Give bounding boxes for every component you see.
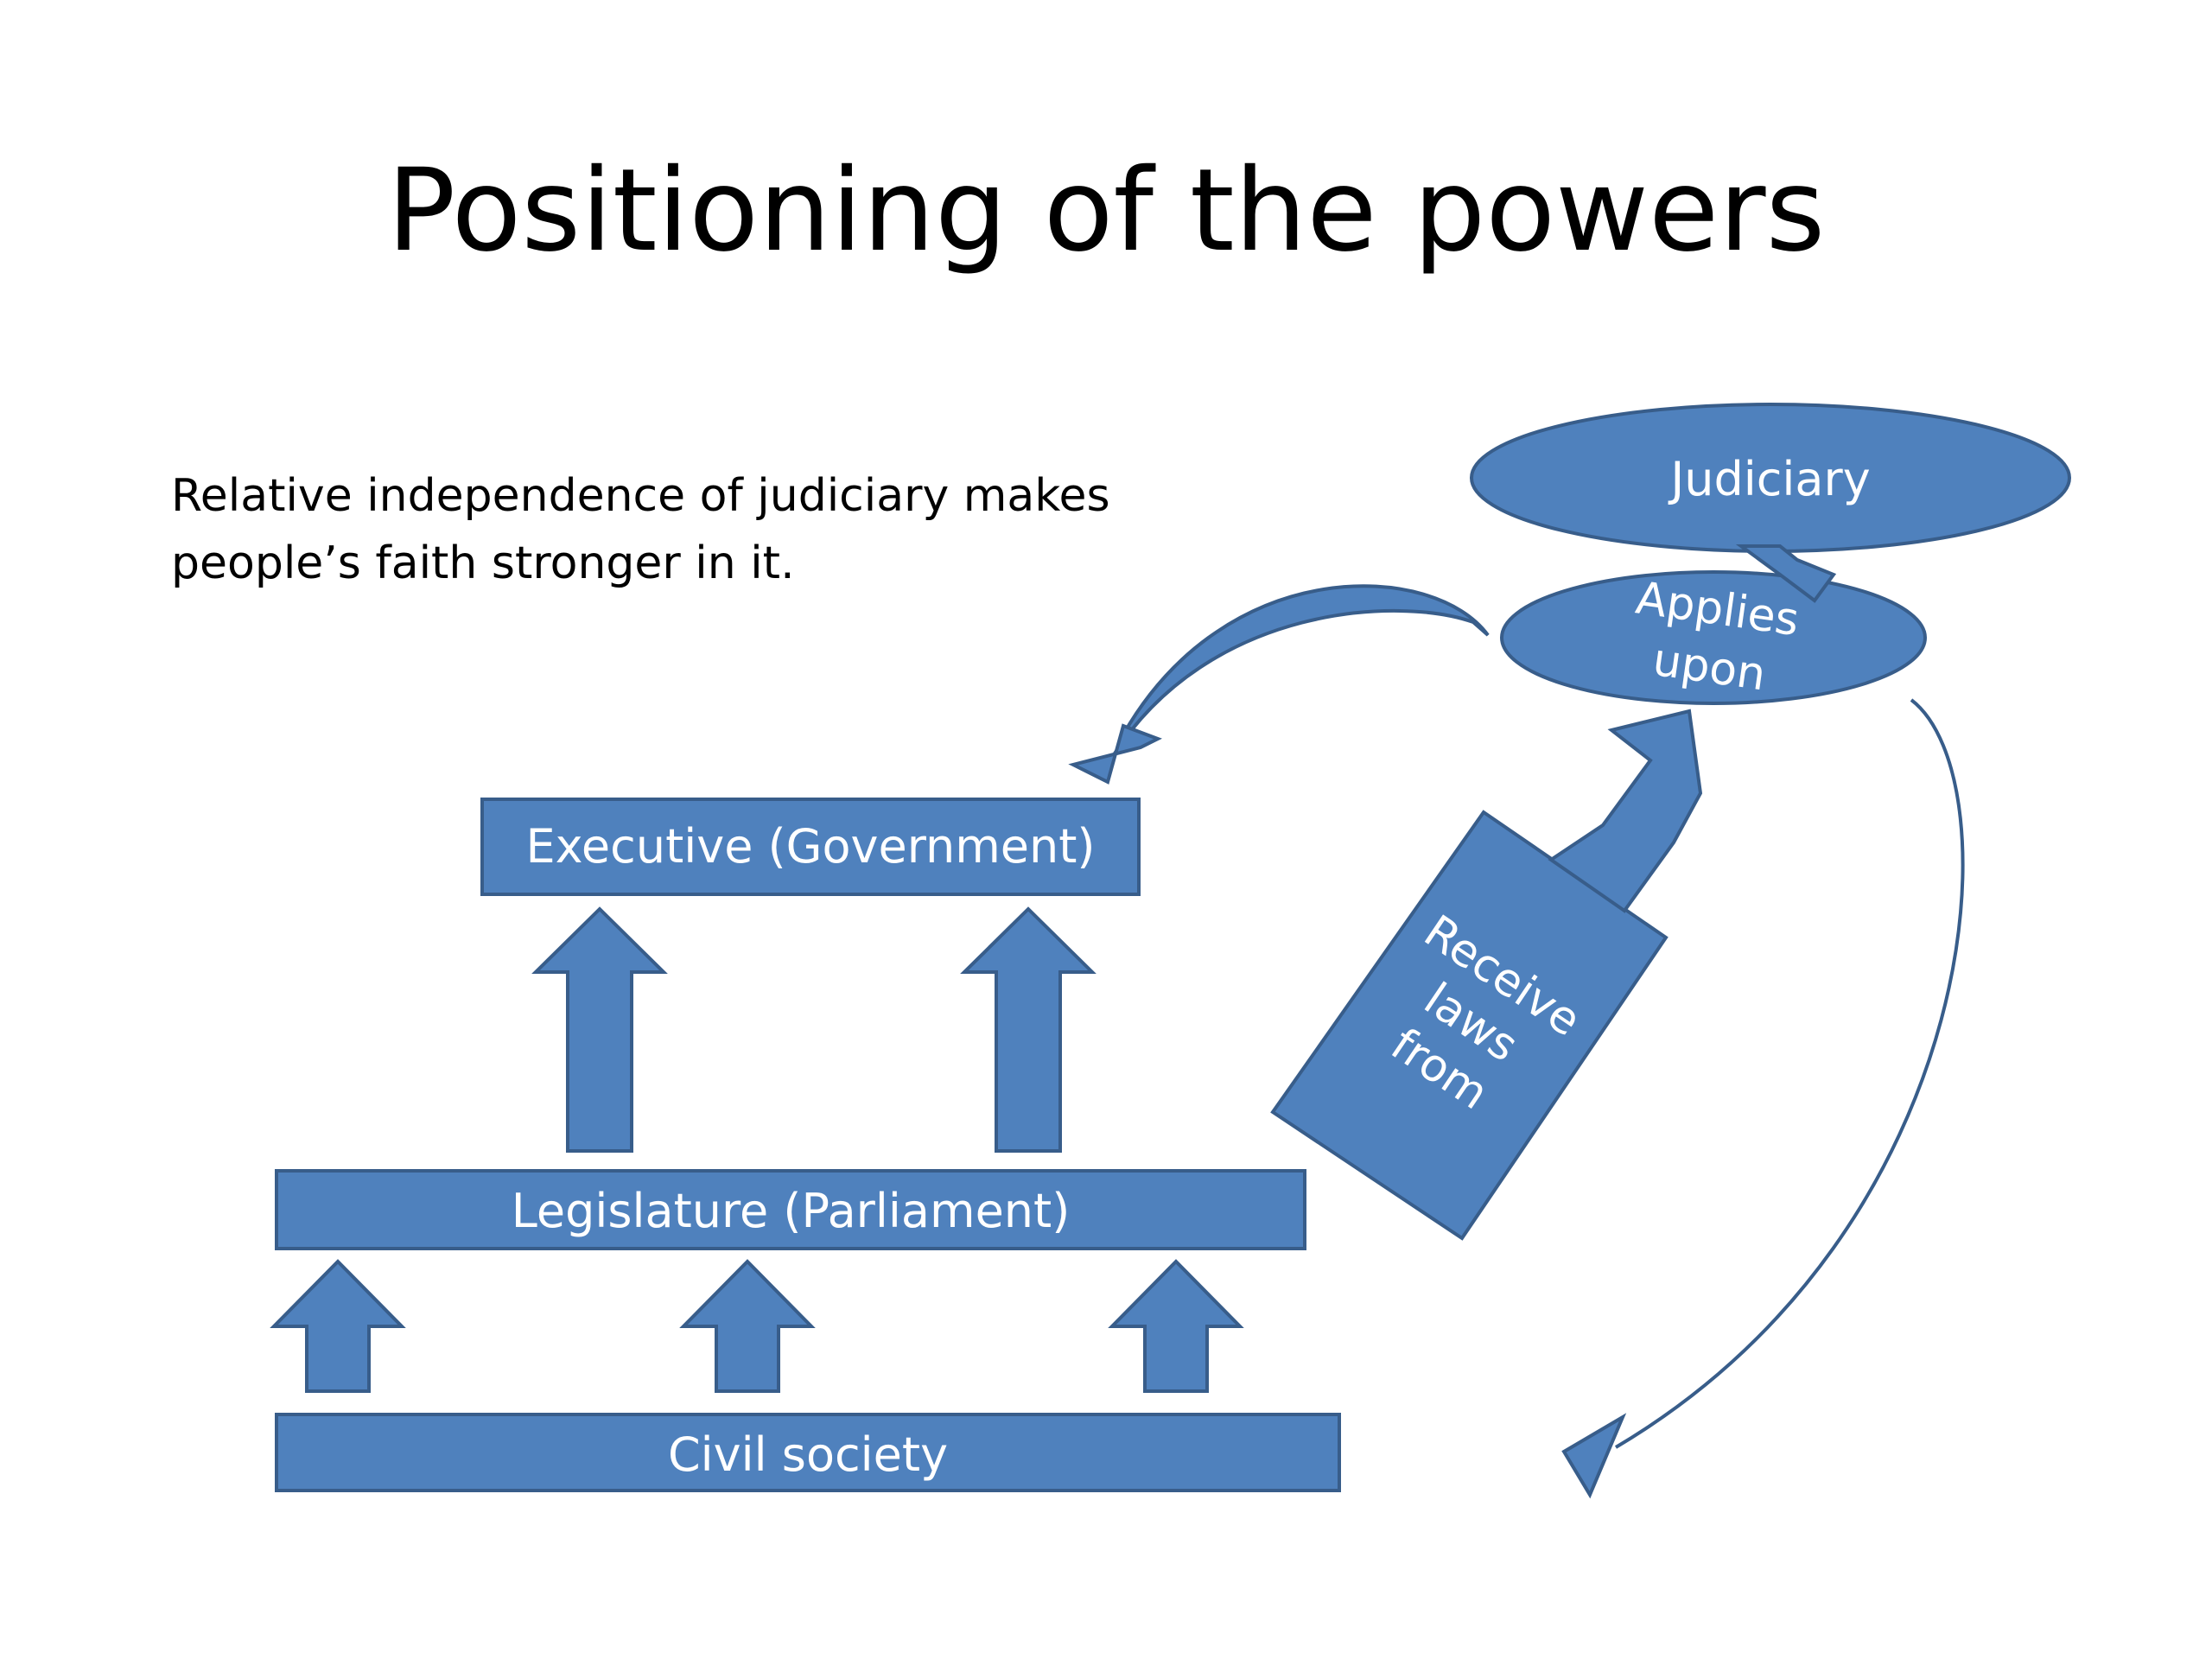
thin-curved-arrow-down	[1614, 698, 1965, 1449]
slide-title: Positioning of the powers	[386, 144, 1826, 277]
judiciary-connector-arrow	[1735, 544, 1837, 603]
up-arrow-legislature-to-executive-2	[960, 906, 1096, 1153]
caption-line-1: Relative independence of judiciary makes	[171, 470, 1110, 522]
caption-line-2: people’s faith stronger in it.	[171, 537, 795, 589]
judiciary-label: Judiciary	[1668, 452, 1870, 506]
legislature-label: Legislature (Parliament)	[512, 1184, 1071, 1238]
curved-arrow-to-executive	[1111, 584, 1490, 758]
up-arrow-civil-to-legislature-2	[679, 1259, 816, 1393]
up-arrow-civil-to-legislature-3	[1108, 1259, 1244, 1393]
applies-upon-ellipse	[1500, 570, 1927, 705]
civil-society-box	[275, 1413, 1341, 1492]
legislature-box	[275, 1169, 1306, 1250]
executive-box	[480, 798, 1141, 896]
curved-arrow-to-executive-head	[1068, 723, 1162, 785]
civil-society-label: Civil society	[668, 1427, 948, 1482]
receive-laws-arrow-head	[1548, 709, 1703, 913]
thin-curved-arrow-down-head	[1561, 1413, 1627, 1499]
executive-label: Executive (Government)	[526, 819, 1096, 874]
up-arrow-civil-to-legislature-1	[270, 1259, 406, 1393]
caption-text: Relative independence of judiciary makes…	[171, 462, 1208, 597]
up-arrow-legislature-to-executive-1	[531, 906, 668, 1153]
